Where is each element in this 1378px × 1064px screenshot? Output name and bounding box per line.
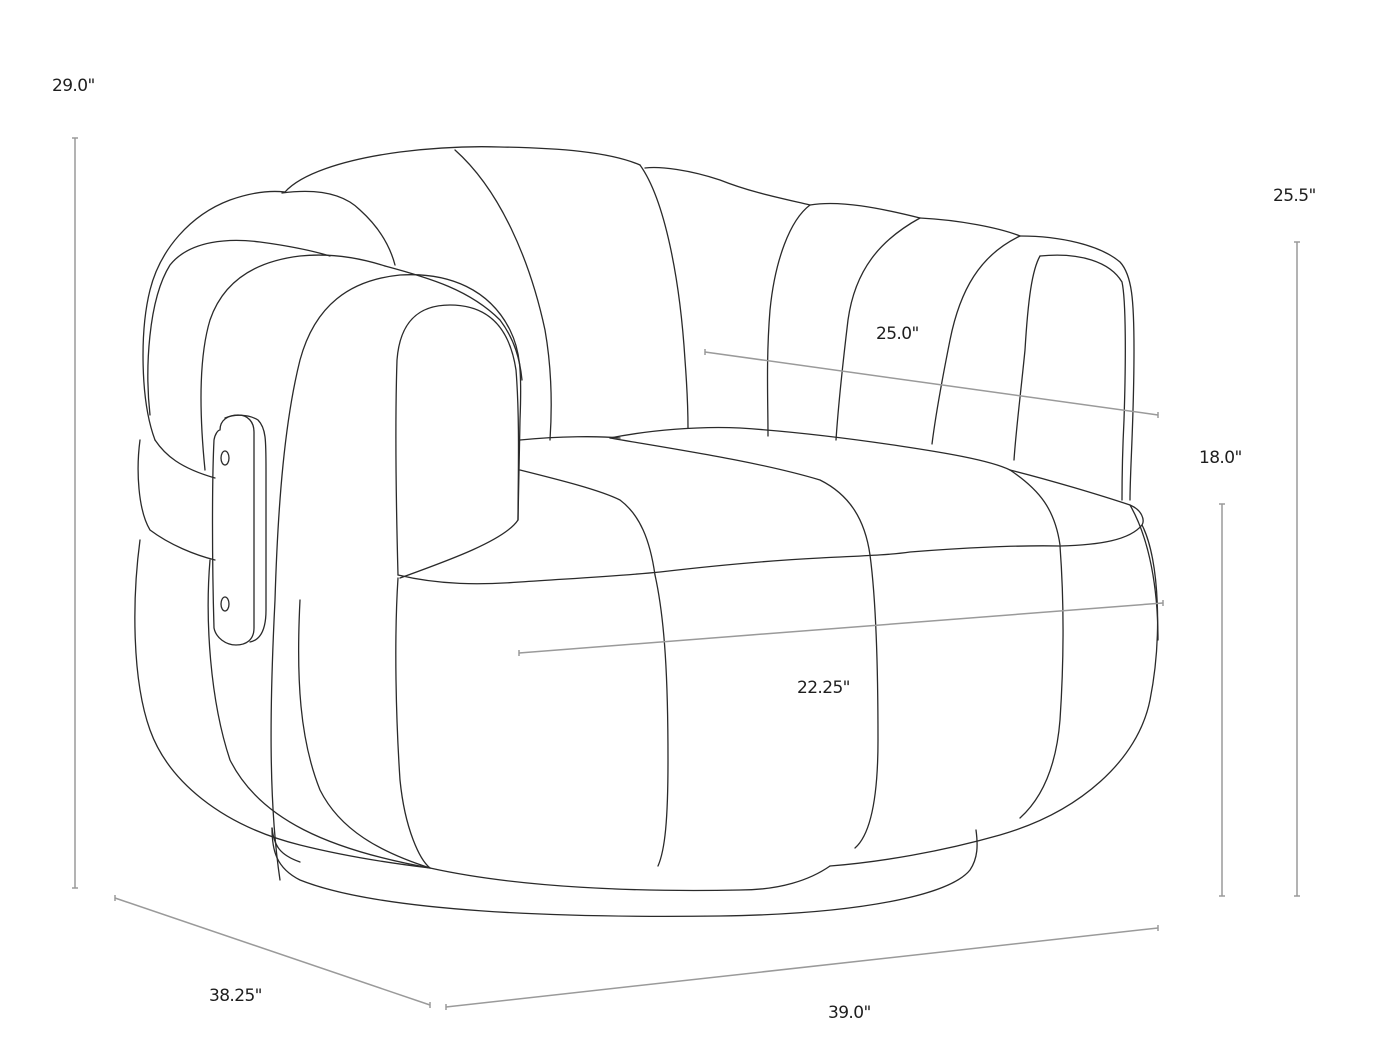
label-arm-height: 25.5" xyxy=(1273,186,1316,206)
dimension-lines xyxy=(72,137,1300,1010)
label-inner-width: 25.0" xyxy=(876,324,919,344)
dimline-overall-width xyxy=(445,927,1159,1008)
dimline-seat-depth xyxy=(518,602,1164,654)
label-overall-depth: 38.25" xyxy=(209,986,262,1006)
label-overall-width: 39.0" xyxy=(828,1003,871,1023)
chair-outline xyxy=(134,146,1159,917)
label-seat-depth: 22.25" xyxy=(797,678,850,698)
dimline-overall-depth xyxy=(114,897,431,1006)
label-overall-height: 29.0" xyxy=(52,76,95,96)
dimline-inner-width xyxy=(704,351,1159,416)
label-seat-height: 18.0" xyxy=(1199,448,1242,468)
